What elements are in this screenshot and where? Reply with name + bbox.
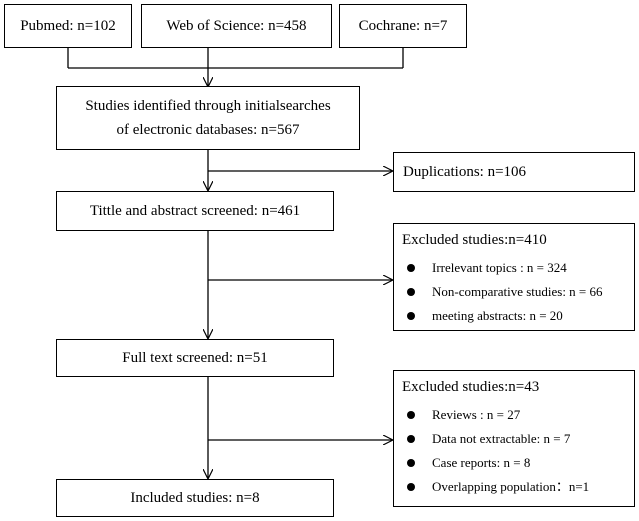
excluded2-item-text: Reviews : n = 27 <box>432 407 521 422</box>
excluded2-box: Excluded studies:n=43 Reviews : n = 27 D… <box>393 370 635 507</box>
source-pubmed-box: Pubmed: n=102 <box>4 4 132 48</box>
source-wos-label: Web of Science: n=458 <box>166 18 307 34</box>
list-item: Data not extractable: n = 7 <box>402 427 634 451</box>
source-wos-box: Web of Science: n=458 <box>141 4 332 48</box>
duplications-box: Duplications: n=106 <box>393 152 635 192</box>
list-item: Overlapping population：n=1 <box>402 475 634 499</box>
excluded1-item-text: Irrelevant topics : n = 324 <box>432 260 567 275</box>
included-label: Included studies: n=8 <box>130 490 260 506</box>
screened-label: Tittle and abstract screened: n=461 <box>89 203 301 219</box>
bullet-icon <box>407 459 415 467</box>
excluded1-item-text: meeting abstracts: n = 20 <box>432 308 563 323</box>
excluded1-title: Excluded studies:n=410 <box>402 232 547 248</box>
bullet-icon <box>407 264 415 272</box>
screened-box: Tittle and abstract screened: n=461 <box>56 191 334 231</box>
bullet-icon <box>407 312 415 320</box>
excluded1-box: Excluded studies:n=410 Irrelevant topics… <box>393 223 635 331</box>
identified-line2: of electronic databases: n=567 <box>116 122 300 138</box>
bullet-icon <box>407 483 415 491</box>
included-box: Included studies: n=8 <box>56 479 334 517</box>
bullet-icon <box>407 288 415 296</box>
list-item: meeting abstracts: n = 20 <box>402 304 634 328</box>
excluded2-item-text: Data not extractable: n = 7 <box>432 431 571 446</box>
bullet-icon <box>407 411 415 419</box>
duplications-label: Duplications: n=106 <box>403 164 527 180</box>
excluded2-item-text: Case reports: n = 8 <box>432 455 531 470</box>
list-item: Case reports: n = 8 <box>402 451 634 475</box>
excluded2-list: Reviews : n = 27 Data not extractable: n… <box>402 403 634 499</box>
fulltext-box: Full text screened: n=51 <box>56 339 334 377</box>
list-item: Reviews : n = 27 <box>402 403 634 427</box>
identified-box: Studies identified through initialsearch… <box>56 86 360 150</box>
excluded2-item-text: Overlapping population：n=1 <box>432 479 590 494</box>
fulltext-label: Full text screened: n=51 <box>122 350 268 366</box>
excluded2-title: Excluded studies:n=43 <box>402 379 540 395</box>
source-cochrane-box: Cochrane: n=7 <box>339 4 467 48</box>
excluded1-list: Irrelevant topics : n = 324 Non-comparat… <box>402 256 634 328</box>
bullet-icon <box>407 435 415 443</box>
list-item: Non-comparative studies: n = 66 <box>402 280 634 304</box>
source-pubmed-label: Pubmed: n=102 <box>20 18 116 34</box>
list-item: Irrelevant topics : n = 324 <box>402 256 634 280</box>
excluded1-item-text: Non-comparative studies: n = 66 <box>432 284 603 299</box>
source-cochrane-label: Cochrane: n=7 <box>358 18 448 34</box>
identified-line1: Studies identified through initialsearch… <box>85 98 331 114</box>
